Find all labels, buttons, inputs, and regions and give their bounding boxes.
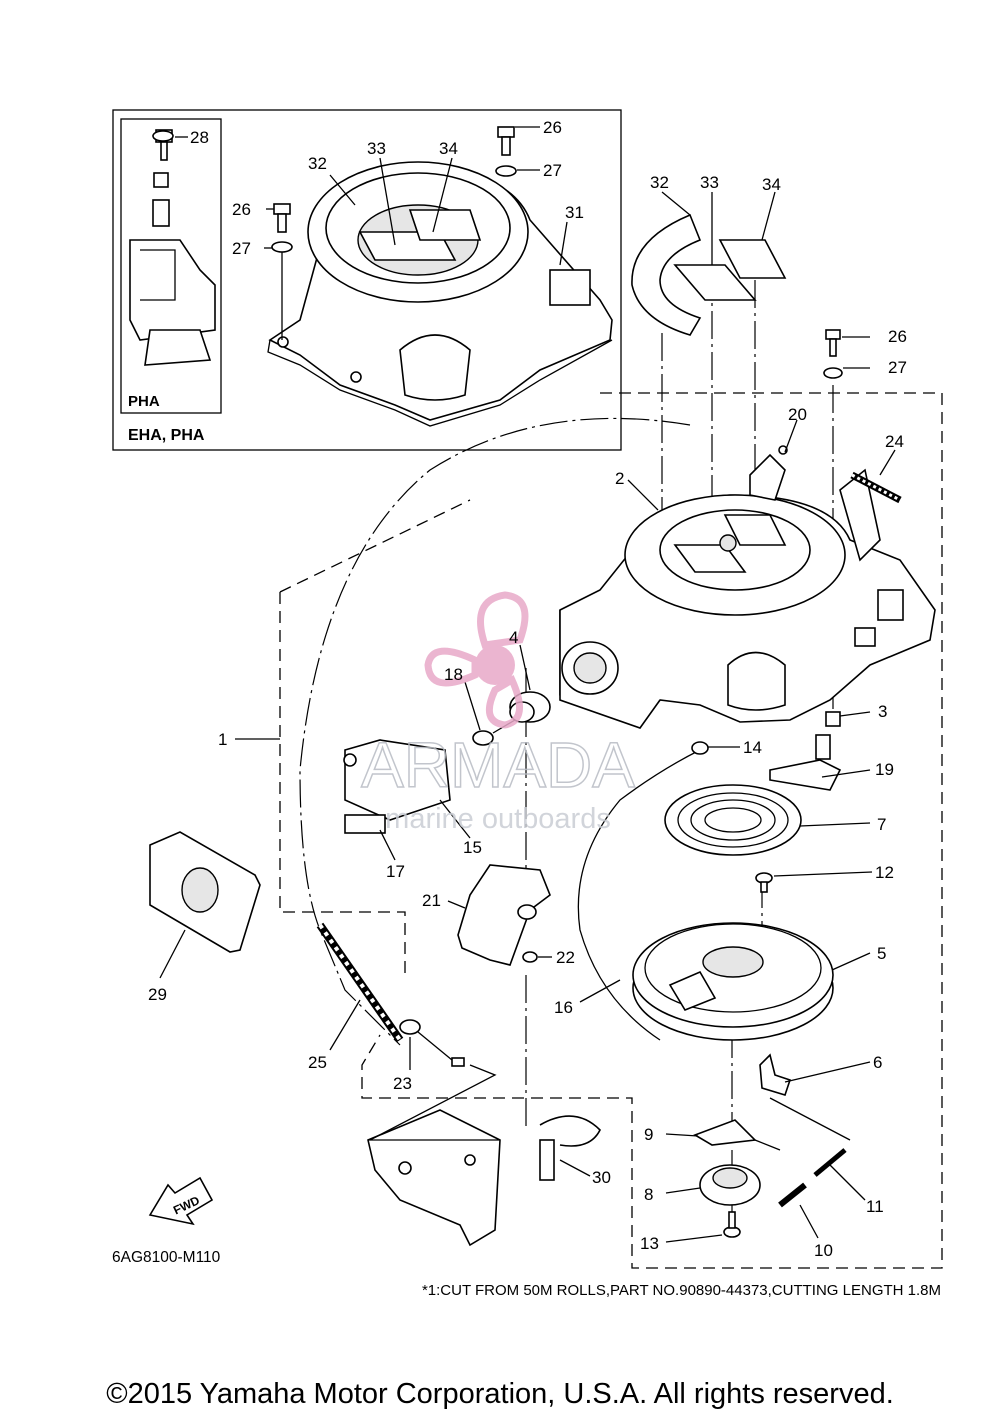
callout-22: 22 — [556, 948, 575, 967]
inset-box: 28 26 27 26 27 32 33 34 31 PHA EHA, PHA — [112, 109, 622, 451]
bolt-26 — [825, 329, 841, 357]
callout-34-inset: 34 — [439, 139, 458, 158]
drive-plate-8 — [699, 1164, 761, 1206]
inset-washer-27-left — [271, 241, 293, 253]
callout-13: 13 — [640, 1234, 659, 1253]
callout-27-inset-left: 27 — [232, 239, 251, 258]
armada-watermark: ARMADA marine outboards — [360, 591, 636, 835]
callout-26-inset-top: 26 — [543, 118, 562, 137]
inset-bolt-26-left — [273, 203, 291, 233]
callout-30: 30 — [592, 1168, 611, 1187]
assembly-boundary-1 — [279, 499, 471, 593]
collar-3 — [825, 711, 841, 727]
callout-21: 21 — [422, 891, 441, 910]
copyright-notice: ©2015 Yamaha Motor Corporation, U.S.A. A… — [106, 1378, 894, 1410]
spring-11 — [813, 1148, 847, 1177]
callout-16: 16 — [554, 998, 573, 1017]
callout-6: 6 — [873, 1053, 882, 1072]
spiral-spring-7 — [664, 784, 802, 856]
fwd-arrow-icon: FWD — [148, 1176, 214, 1226]
callout-12: 12 — [875, 863, 894, 882]
inset-starter-housing — [267, 161, 613, 427]
callout-18: 18 — [444, 665, 463, 684]
washer-27 — [823, 367, 843, 379]
ratchet-6 — [759, 1053, 792, 1096]
callout-10: 10 — [814, 1241, 833, 1260]
pawl-20 — [749, 445, 788, 501]
callout-25: 25 — [308, 1053, 327, 1072]
inset-models-label: EHA, PHA — [128, 427, 205, 444]
starter-rope — [299, 417, 691, 1046]
callout-4: 4 — [509, 628, 518, 647]
callout-2: 2 — [615, 469, 624, 488]
screw-12 — [755, 872, 773, 893]
callout-28-inset: 28 — [190, 128, 209, 147]
friction-plate-9 — [693, 1119, 757, 1146]
screw-22 — [522, 951, 538, 963]
inset-model-label-pha: PHA — [128, 393, 160, 410]
callout-14: 14 — [743, 738, 762, 757]
callout-32-inset: 32 — [308, 154, 327, 173]
callout-27: 27 — [888, 358, 907, 377]
wire-14 — [577, 741, 709, 1041]
callout-9: 9 — [644, 1125, 653, 1144]
decal-33 — [673, 264, 757, 301]
callout-5: 5 — [877, 944, 886, 963]
callout-29: 29 — [148, 985, 167, 1004]
callout-17: 17 — [386, 862, 405, 881]
callout-27-inset-top: 27 — [543, 161, 562, 180]
watermark-tagline: marine outboards — [385, 803, 611, 835]
callout-8: 8 — [644, 1185, 653, 1204]
watermark-brand: ARMADA — [361, 729, 635, 801]
spring-24 — [850, 471, 902, 504]
spring-10 — [778, 1182, 807, 1208]
propeller-logo-icon — [424, 591, 529, 729]
callout-1: 1 — [218, 730, 227, 749]
footnote: *1:CUT FROM 50M ROLLS,PART NO.90890-4437… — [422, 1282, 941, 1299]
starter-housing — [559, 468, 936, 729]
callout-26-inset-left: 26 — [232, 200, 251, 219]
decal-34 — [718, 239, 787, 279]
inset-bolt-26-top — [497, 126, 515, 156]
bracket-19 — [769, 734, 842, 791]
callout-34: 34 — [762, 175, 781, 194]
callout-3: 3 — [878, 702, 887, 721]
grip-30 — [539, 1115, 601, 1181]
decal-32 — [631, 213, 702, 336]
sheave-drum-5 — [632, 922, 834, 1041]
inset-washer-27-top — [495, 165, 517, 177]
leader-lines — [159, 191, 896, 1243]
callout-7: 7 — [877, 815, 886, 834]
drawing-code: 6AG8100-M110 — [112, 1249, 221, 1266]
callout-19: 19 — [875, 760, 894, 779]
pha-bracket-parts — [129, 129, 216, 366]
callout-11: 11 — [866, 1197, 884, 1216]
callout-20: 20 — [788, 405, 807, 424]
inset-bolt-28 — [152, 130, 174, 142]
callout-32: 32 — [650, 173, 669, 192]
rope-stopper-23 — [399, 1019, 465, 1067]
lever-17-15 — [343, 739, 451, 834]
callout-23: 23 — [393, 1074, 412, 1093]
callouts: 32 33 34 26 27 20 24 2 4 18 3 1 14 19 7 … — [148, 173, 907, 1260]
callout-33: 33 — [700, 173, 719, 192]
mount-bracket — [367, 1109, 501, 1247]
rope-coil-25 — [316, 922, 404, 1043]
callout-31-inset: 31 — [565, 203, 584, 222]
callout-33-inset: 33 — [367, 139, 386, 158]
screw-13 — [723, 1211, 741, 1238]
cover-29 — [149, 831, 261, 953]
callout-24: 24 — [885, 432, 904, 451]
callout-15: 15 — [463, 838, 482, 857]
bracket-21 — [457, 864, 551, 966]
callout-26: 26 — [888, 327, 907, 346]
